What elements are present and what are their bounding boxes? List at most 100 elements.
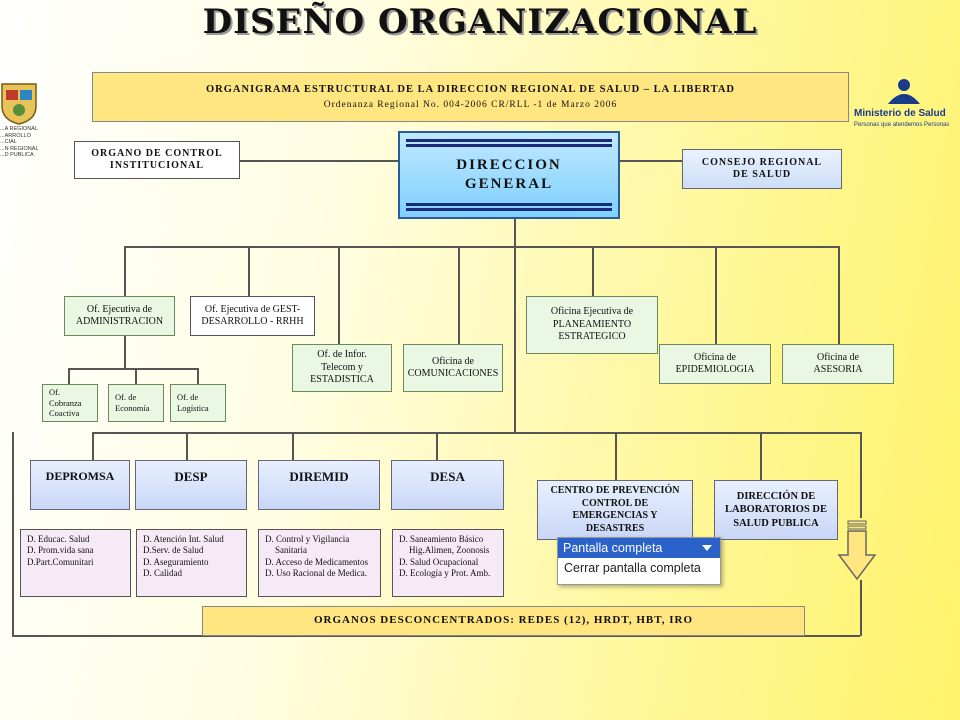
minsa-logo: Ministerio de Salud Personas que atendem… <box>852 78 952 134</box>
regional-logo-line: ...D PUBLICA <box>0 152 34 158</box>
connector-line <box>92 432 860 434</box>
node-consejo-regional-label: CONSEJO REGIONAL DE SALUD <box>701 156 823 181</box>
connector-line <box>458 246 460 344</box>
node-direccion-general: DIRECCION GENERAL <box>398 131 620 219</box>
node-cobranza: Of. Cobranza Coactiva <box>42 384 98 422</box>
connector-line <box>715 246 717 344</box>
org-chart-header-title: ORGANIGRAMA ESTRUCTURAL DE LA DIRECCION … <box>205 83 736 95</box>
connector-line <box>124 246 838 248</box>
list-item: D. Acceso de Medicamentos <box>265 556 368 567</box>
exit-fullscreen-menu-item[interactable]: Cerrar pantalla completa <box>564 561 701 575</box>
node-planeamiento-label: Oficina Ejecutiva de PLANEAMIENTO ESTRAT… <box>550 306 634 343</box>
node-comunicaciones: Oficina de COMUNICACIONES <box>403 344 503 392</box>
connector-line <box>240 160 400 162</box>
stripe <box>406 208 612 211</box>
connector-line <box>615 432 617 480</box>
node-desa: DESA <box>391 460 504 510</box>
org-chart-header-ordinance: Ordenanza Regional No. 004-2006 CR/RLL -… <box>323 99 618 110</box>
node-organos-desconcentrados: ORGANOS DESCONCENTRADOS: REDES (12), HRD… <box>202 606 805 636</box>
connector-line <box>338 246 340 344</box>
org-chart-header: ORGANIGRAMA ESTRUCTURAL DE LA DIRECCION … <box>92 72 849 122</box>
node-administracion: Of. Ejecutiva de ADMINISTRACION <box>64 296 175 336</box>
list-item: D. Uso Racional de Medica. <box>265 567 367 578</box>
node-epidemiologia: Oficina de EPIDEMIOLOGIA <box>659 344 771 384</box>
list-item: Hig.Alimen, Zoonosis <box>409 545 490 556</box>
node-diremid-label: DIREMID <box>289 469 349 484</box>
list-item: D. Ecología y Prot. Amb. <box>399 567 491 578</box>
node-depromsa: DEPROMSA <box>30 460 130 510</box>
list-item: D. Saneamiento Básico <box>399 534 484 544</box>
list-item: Sanitaria <box>275 545 307 556</box>
connector-line <box>135 368 137 384</box>
node-laboratorios: DIRECCIÓN DE LABORATORIOS DE SALUD PUBLI… <box>714 480 838 540</box>
node-laboratorios-label: DIRECCIÓN DE LABORATORIOS DE SALUD PUBLI… <box>724 491 827 529</box>
list-item: D. Salud Ocupacional <box>399 556 479 567</box>
connector-line <box>838 246 840 344</box>
slide-title: DISEÑO ORGANIZACIONAL <box>202 2 758 42</box>
node-diremid: DIREMID <box>258 460 380 510</box>
down-arrow-icon <box>837 520 877 581</box>
sublist-desa: D. Saneamiento Básico Hig.Alimen, Zoonos… <box>392 529 504 597</box>
connector-line <box>68 368 70 384</box>
regional-logo-line: ...ARROLLO <box>0 132 31 139</box>
node-estadistica-label: Of. de Infor. Telecom y ESTADISTICA <box>310 349 374 386</box>
minsa-person-icon <box>888 79 920 104</box>
list-item: D. Educac. Salud <box>27 534 90 544</box>
node-estadistica: Of. de Infor. Telecom y ESTADISTICA <box>292 344 392 392</box>
node-desa-label: DESA <box>430 469 465 484</box>
node-economia-label: Of. de Economía <box>115 392 150 413</box>
node-cobranza-label: Of. Cobranza Coactiva <box>49 387 82 419</box>
stripe <box>406 139 612 142</box>
connector-line <box>436 432 438 460</box>
connector-line <box>68 368 198 370</box>
fullscreen-dropdown-label: Pantalla completa <box>563 541 663 555</box>
node-rrhh: Of. Ejecutiva de GEST-DESARROLLO - RRHH <box>190 296 315 336</box>
list-item: D. Aseguramiento <box>143 556 209 567</box>
regional-logo-line: ...CIAL <box>0 139 17 145</box>
node-organo-control-label: ORGANO DE CONTROL INSTITUCIONAL <box>91 147 223 172</box>
connector-line <box>248 246 250 296</box>
list-item: D.Part.Comunitari <box>27 556 94 567</box>
node-direccion-general-label: DIRECCION GENERAL <box>456 157 562 192</box>
regional-logo: ...A REGIONAL ...ARROLLO ...CIAL ...N RE… <box>0 80 48 160</box>
connector-line <box>197 368 199 384</box>
list-item: D. Prom.vida sana <box>27 545 94 556</box>
regional-logo-line: ...A REGIONAL <box>0 126 38 132</box>
list-item: D. Atención Int. Salud <box>143 534 224 544</box>
node-administracion-label: Of. Ejecutiva de ADMINISTRACION <box>75 303 164 328</box>
regional-seal-icon <box>1 83 37 125</box>
connector-line <box>620 160 682 162</box>
connector-line <box>92 432 94 460</box>
node-consejo-regional: CONSEJO REGIONAL DE SALUD <box>682 149 842 189</box>
node-desp-label: DESP <box>174 469 208 484</box>
connector-line <box>124 336 126 368</box>
chevron-down-icon <box>702 545 712 551</box>
sublist-depromsa: D. Educac. Salud D. Prom.vida sana D.Par… <box>20 529 131 597</box>
node-logistica: Of. de Logística <box>170 384 226 422</box>
connector-line <box>760 432 762 480</box>
connector-line <box>12 432 14 636</box>
connector-line <box>186 432 188 460</box>
node-organo-control: ORGANO DE CONTROL INSTITUCIONAL <box>74 141 240 179</box>
regional-logo-line: ...N REGIONAL <box>0 145 39 152</box>
node-rrhh-label: Of. Ejecutiva de GEST-DESARROLLO - RRHH <box>201 303 304 328</box>
node-comunicaciones-label: Oficina de COMUNICACIONES <box>407 355 499 380</box>
stripe <box>406 144 612 147</box>
list-item: D.Serv. de Salud <box>143 545 204 556</box>
minsa-tagline: Personas que atendemos Personas <box>854 122 950 128</box>
fullscreen-dropdown[interactable]: Pantalla completa <box>558 538 720 558</box>
node-organos-desconcentrados-label: ORGANOS DESCONCENTRADOS: REDES (12), HRD… <box>313 614 694 627</box>
node-planeamiento: Oficina Ejecutiva de PLANEAMIENTO ESTRAT… <box>526 296 658 354</box>
connector-line <box>592 246 594 296</box>
stripe <box>406 203 612 206</box>
node-centro-prevencion-label: CENTRO DE PREVENCIÓN CONTROL DE EMERGENC… <box>550 485 680 534</box>
connector-line <box>292 432 294 460</box>
node-centro-prevencion: CENTRO DE PREVENCIÓN CONTROL DE EMERGENC… <box>537 480 693 540</box>
node-desp: DESP <box>135 460 247 510</box>
node-asesoria: Oficina de ASESORIA <box>782 344 894 384</box>
fullscreen-menu[interactable]: Pantalla completa Cerrar pantalla comple… <box>557 537 721 585</box>
node-logistica-label: Of. de Logística <box>177 392 209 413</box>
node-economia: Of. de Economía <box>108 384 164 422</box>
node-epidemiologia-label: Oficina de EPIDEMIOLOGIA <box>675 351 755 376</box>
list-item: D. Calidad <box>143 567 182 578</box>
